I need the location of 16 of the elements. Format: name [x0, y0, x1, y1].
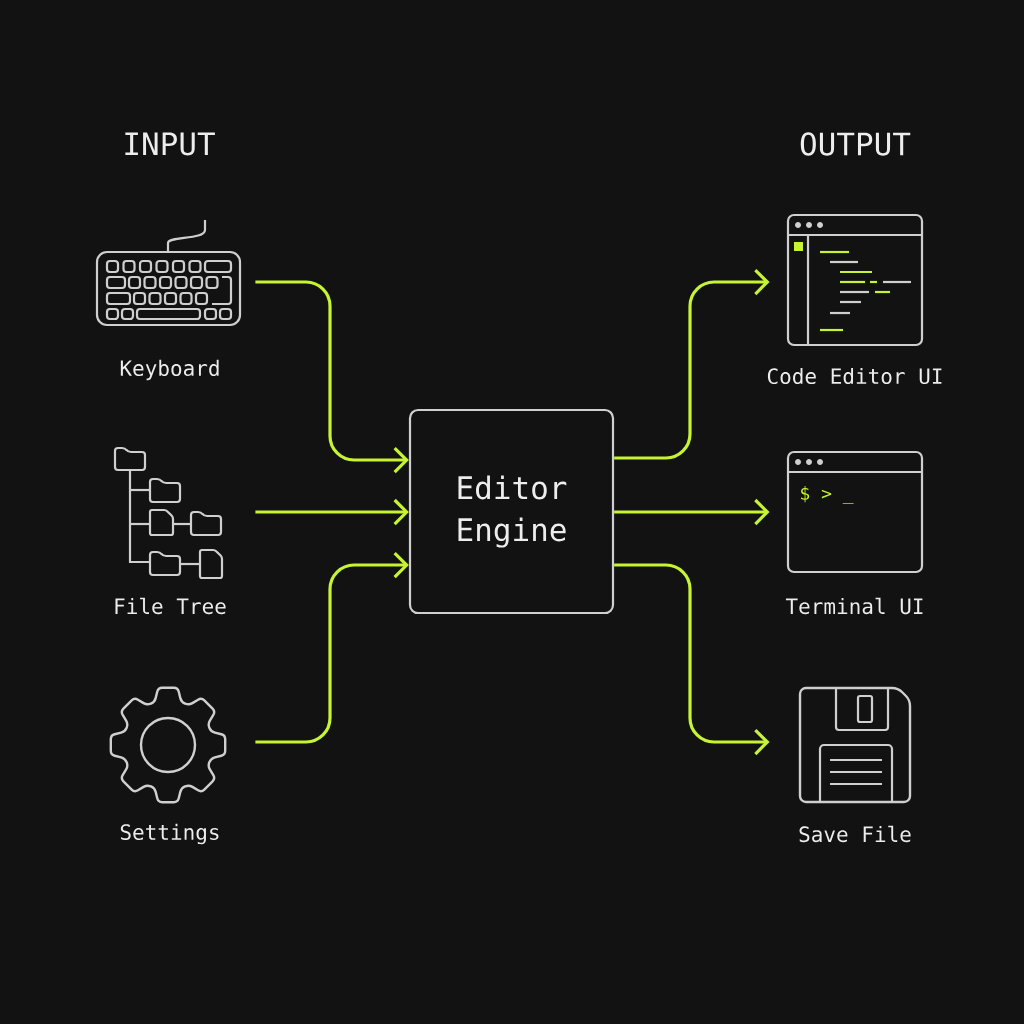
heading: INPUT — [125, 132, 215, 156]
terminal-prompt: $ > _ — [801, 486, 854, 504]
icon-label: Terminal UI — [785, 597, 923, 615]
heading: OUTPUT — [800, 132, 911, 156]
arrow — [255, 551, 409, 744]
arrow — [614, 563, 770, 756]
arrow — [614, 268, 770, 460]
icon-label: Save File — [799, 825, 911, 843]
icon-label: Settings — [120, 823, 219, 845]
arrow — [255, 498, 409, 526]
icon-label: Code Editor UI — [767, 367, 942, 385]
icon-label: File Tree — [115, 597, 226, 615]
arrow — [614, 498, 770, 526]
icon-label: Keyboard — [120, 359, 219, 381]
process-box: Editor Engine — [408, 408, 615, 615]
arrow — [255, 280, 409, 474]
